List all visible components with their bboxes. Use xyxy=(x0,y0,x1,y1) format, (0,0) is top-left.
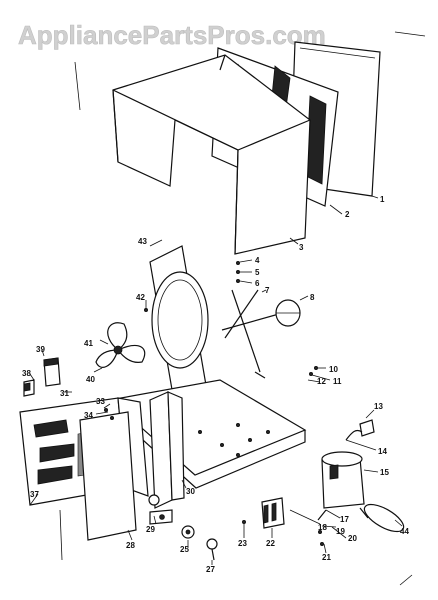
callout-37: 37 xyxy=(30,490,39,499)
capacitor-39 xyxy=(43,357,61,387)
callout-7: 7 xyxy=(265,286,270,295)
watermark-text: AppliancePartsPros.com xyxy=(18,20,326,50)
callout-41: 41 xyxy=(84,339,93,348)
callout-30: 30 xyxy=(186,487,195,496)
callout-25: 25 xyxy=(180,545,189,554)
callout-6: 6 xyxy=(255,279,260,288)
callout-18: 18 xyxy=(318,523,327,532)
fitting-27 xyxy=(206,538,218,561)
callout-42: 42 xyxy=(136,293,145,302)
fan-blade xyxy=(95,322,146,368)
front-panel-28 xyxy=(79,411,137,541)
callout-12: 12 xyxy=(317,377,326,386)
run-capacitor xyxy=(363,503,405,533)
callout-3: 3 xyxy=(299,243,304,252)
clip-38 xyxy=(23,379,35,397)
fan-motor-assembly xyxy=(221,289,301,379)
callout-33: 33 xyxy=(96,397,105,406)
callout-23: 23 xyxy=(238,539,247,548)
relay-22 xyxy=(261,497,285,529)
screws xyxy=(104,260,324,547)
callout-2: 2 xyxy=(345,210,350,219)
callout-28: 28 xyxy=(126,541,135,550)
callout-20: 20 xyxy=(348,534,357,543)
callout-34: 34 xyxy=(84,411,93,420)
leader-lines xyxy=(29,195,403,565)
fitting-25 xyxy=(181,525,195,539)
control-bracket xyxy=(149,391,185,509)
callout-17: 17 xyxy=(340,515,349,524)
callout-8: 8 xyxy=(310,293,315,302)
callout-39: 39 xyxy=(36,345,45,354)
border-fragment xyxy=(394,31,426,37)
border-fragment-left xyxy=(74,61,81,111)
callout-21: 21 xyxy=(322,553,331,562)
callout-1: 1 xyxy=(380,195,385,204)
callout-4: 4 xyxy=(255,256,260,265)
callout-10: 10 xyxy=(329,365,338,374)
callout-38: 38 xyxy=(22,369,31,378)
callout-11: 11 xyxy=(333,377,342,386)
callout-43: 43 xyxy=(138,237,147,246)
callout-40: 40 xyxy=(86,375,95,384)
callout-19: 19 xyxy=(336,527,345,536)
callout-22: 22 xyxy=(266,539,275,548)
callout-5: 5 xyxy=(255,268,260,277)
callout-14: 14 xyxy=(378,447,387,456)
callout-31: 31 xyxy=(60,389,69,398)
callout-44: 44 xyxy=(400,527,409,536)
callout-labels: 1 2 3 4 5 6 7 8 10 11 12 13 14 15 17 18 … xyxy=(22,195,409,574)
callout-15: 15 xyxy=(380,468,389,477)
compressor xyxy=(317,451,369,521)
overload-clip xyxy=(345,419,375,441)
callout-13: 13 xyxy=(374,402,383,411)
callout-29: 29 xyxy=(146,525,155,534)
callout-27: 27 xyxy=(206,565,215,574)
cabinet-wrapper xyxy=(112,54,311,255)
corner-mark xyxy=(399,574,413,586)
